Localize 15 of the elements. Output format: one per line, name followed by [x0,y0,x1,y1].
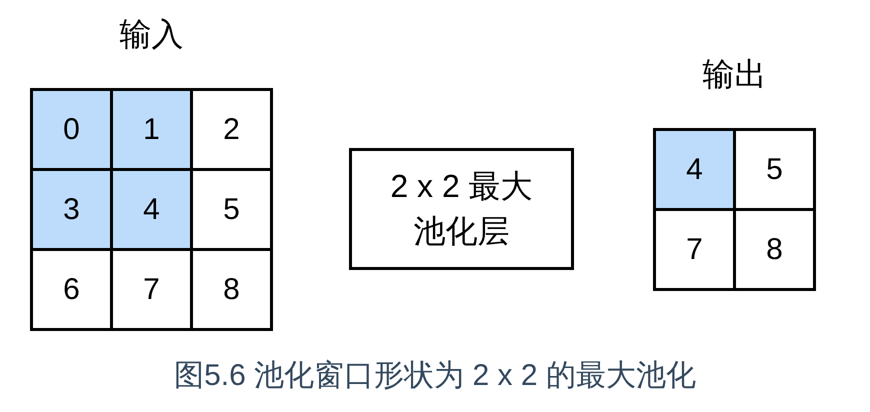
grid-heading: 输入 [120,15,184,54]
grid-cell: 1 [110,88,193,171]
grid-cell: 8 [733,208,816,291]
grid-cell: 3 [30,168,113,251]
grid-heading: 输出 [702,55,766,94]
grid-cell: 4 [653,128,736,211]
grid-cell: 5 [733,128,816,211]
grid-cell: 7 [653,208,736,291]
grid-cell: 6 [30,248,113,331]
process-box: 2 x 2 最大池化层 [349,148,574,270]
figure-caption: 图5.6 池化窗口形状为 2 x 2 的最大池化 [173,358,697,394]
grid-cell: 4 [110,168,193,251]
grid-cell: 2 [190,88,273,171]
grid-cell: 0 [30,88,113,171]
grid-cell: 8 [190,248,273,331]
